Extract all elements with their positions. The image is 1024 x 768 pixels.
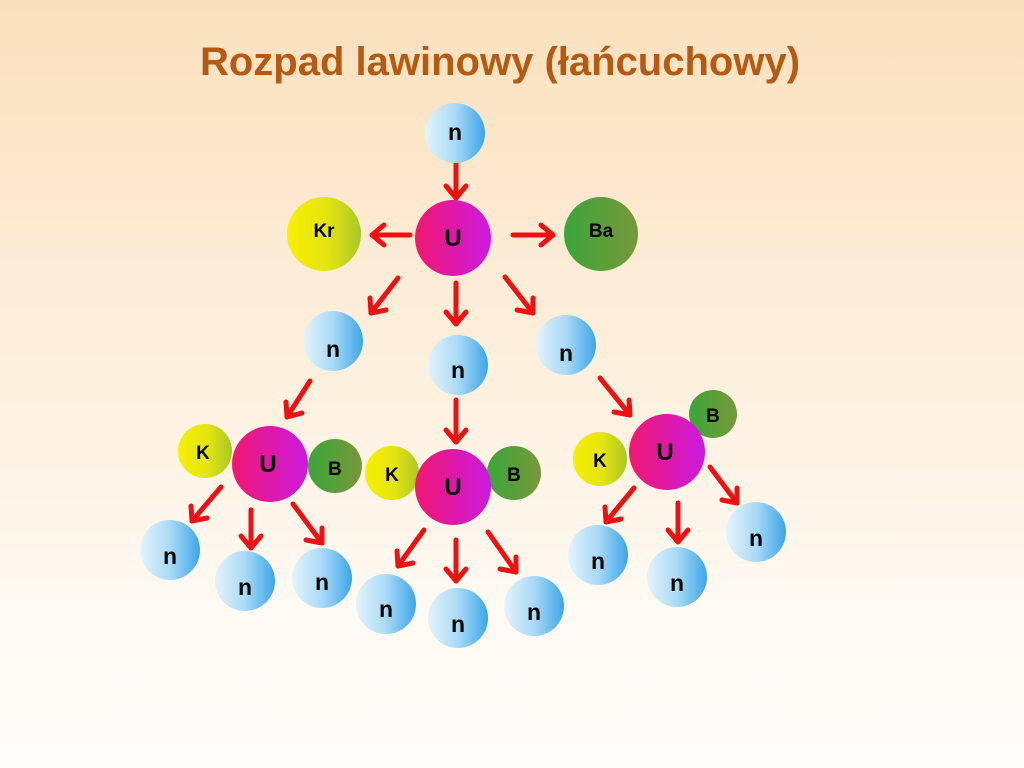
krypton-main: Kr: [287, 197, 361, 271]
arrow-right-u-to-n1: [602, 485, 637, 525]
barium-right: B: [689, 390, 737, 438]
neutron-gen2-right-3: n: [726, 502, 786, 562]
uranium-right: U: [629, 414, 705, 490]
svg-text:n: n: [238, 574, 252, 600]
svg-text:n: n: [591, 548, 605, 574]
svg-text:n: n: [315, 569, 329, 595]
svg-text:Kr: Kr: [313, 221, 335, 242]
svg-text:n: n: [451, 611, 465, 637]
svg-text:n: n: [670, 570, 684, 596]
slide-title: Rozpad lawinowy (łańcuchowy): [199, 40, 801, 84]
neutron-gen2-left-3: n: [292, 548, 352, 608]
arrow-u-to-n-mid: [443, 280, 469, 327]
neutron-gen1-mid: n: [428, 335, 488, 395]
svg-text:K: K: [196, 443, 210, 464]
uranium-left: U: [232, 426, 308, 502]
svg-text:U: U: [259, 451, 276, 478]
barium-main: Ba: [564, 197, 638, 271]
svg-text:U: U: [444, 474, 461, 501]
svg-text:n: n: [448, 119, 462, 145]
barium-mid: B: [487, 446, 541, 500]
arrow-mid-u-to-n3: [485, 529, 519, 575]
neutron-gen1-right: n: [536, 315, 596, 375]
uranium-main: U: [415, 200, 491, 276]
arrow-right-u-to-n2: [665, 500, 691, 545]
krypton-left: K: [178, 424, 232, 478]
neutron-incoming: n: [425, 103, 485, 163]
neutron-gen2-right-2: n: [647, 547, 707, 607]
neutron-gen2-mid-1: n: [356, 574, 416, 634]
svg-text:n: n: [379, 596, 393, 622]
arrow-mid-u-to-n1: [394, 527, 427, 569]
neutron-gen2-left-2: n: [215, 551, 275, 611]
barium-left: B: [308, 439, 362, 493]
krypton-mid: K: [365, 446, 419, 500]
neutron-gen1-left: n: [303, 311, 363, 371]
svg-text:n: n: [749, 525, 763, 551]
svg-text:n: n: [451, 357, 465, 383]
svg-text:B: B: [328, 459, 342, 480]
uranium-mid: U: [415, 449, 491, 525]
arrow-n-to-u-mid: [443, 397, 469, 445]
arrow-left-u-to-n1: [188, 484, 224, 524]
svg-text:n: n: [559, 340, 573, 366]
svg-text:n: n: [326, 336, 340, 362]
svg-text:U: U: [444, 225, 461, 252]
arrow-u-to-n-right: [502, 274, 536, 316]
svg-text:U: U: [656, 439, 673, 466]
svg-text:n: n: [163, 543, 177, 569]
arrow-left-u-to-n3: [290, 501, 325, 546]
neutron-gen2-right-1: n: [568, 525, 628, 585]
neutron-gen2-left-1: n: [140, 520, 200, 580]
svg-text:B: B: [706, 406, 720, 427]
arrow-mid-u-to-n2: [443, 537, 469, 584]
arrow-left-u-to-n2: [238, 507, 264, 551]
arrow-u-to-ba: [510, 222, 556, 248]
arrow-incoming-to-u: [443, 157, 469, 201]
svg-text:B: B: [507, 465, 521, 486]
svg-text:Ba: Ba: [589, 221, 614, 242]
neutron-gen2-mid-2: n: [428, 588, 488, 648]
neutron-gen2-mid-3: n: [504, 576, 564, 636]
arrow-n-to-u-right: [597, 375, 633, 418]
svg-text:n: n: [527, 599, 541, 625]
arrow-u-to-n-left: [367, 275, 401, 316]
arrow-right-u-to-n3: [707, 464, 740, 506]
arrow-u-to-kr: [369, 222, 413, 248]
krypton-right: K: [573, 432, 627, 486]
arrow-n-to-u-left: [283, 378, 313, 420]
svg-text:K: K: [385, 465, 399, 486]
svg-text:K: K: [593, 451, 607, 472]
